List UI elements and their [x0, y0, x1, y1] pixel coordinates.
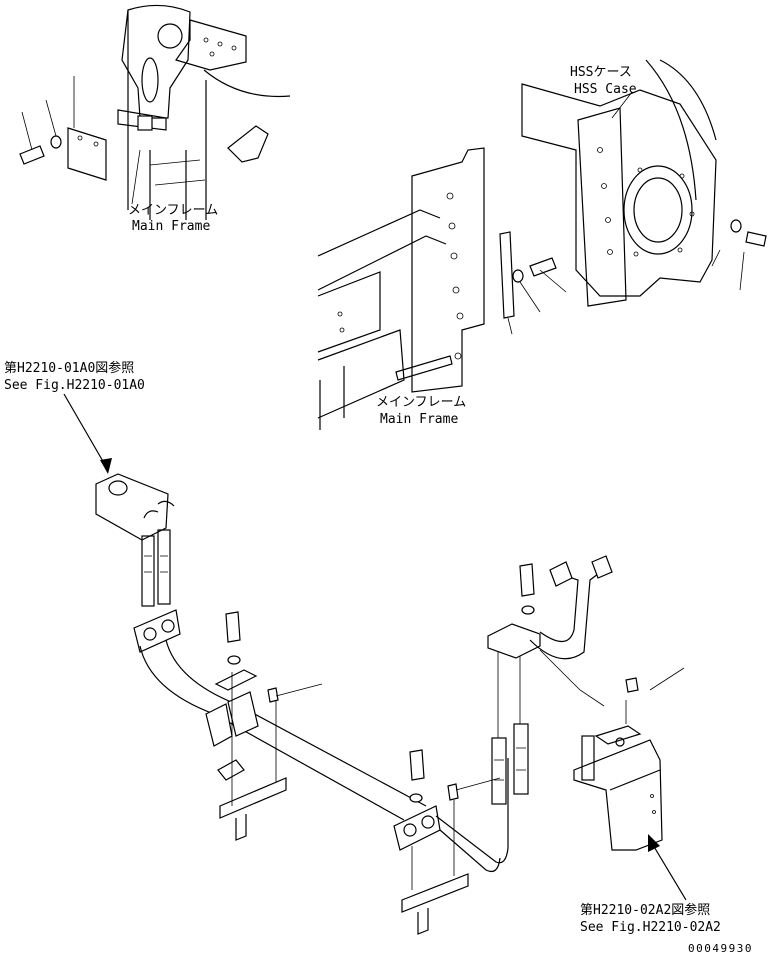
main-frame-label-en-top: Main Frame [132, 219, 210, 234]
hss-case-assembly [521, 59, 767, 307]
hss-case-label-jp: HSSケース [570, 65, 632, 80]
ref-01a0-label-en: See Fig.H2210-01A0 [4, 378, 145, 393]
middle-frame-assembly [317, 147, 567, 430]
drawing-number: 00049930 [688, 942, 753, 955]
ref-01a0-label-jp: 第H2210-01A0図参照 [4, 360, 134, 376]
ref-02a2-label-en: See Fig.H2210-02A2 [580, 920, 721, 935]
hss-case-label-en: HSS Case [574, 82, 637, 97]
hose-assembly [63, 393, 687, 935]
main-frame-label-jp-top: メインフレーム [128, 203, 218, 218]
main-frame-label-jp-mid: メインフレーム [376, 395, 466, 410]
main-frame-label-en-mid: Main Frame [380, 412, 458, 427]
ref-02a2-label-jp: 第H2210-02A2図参照 [580, 902, 710, 918]
top-left-frame-assembly [19, 4, 291, 220]
